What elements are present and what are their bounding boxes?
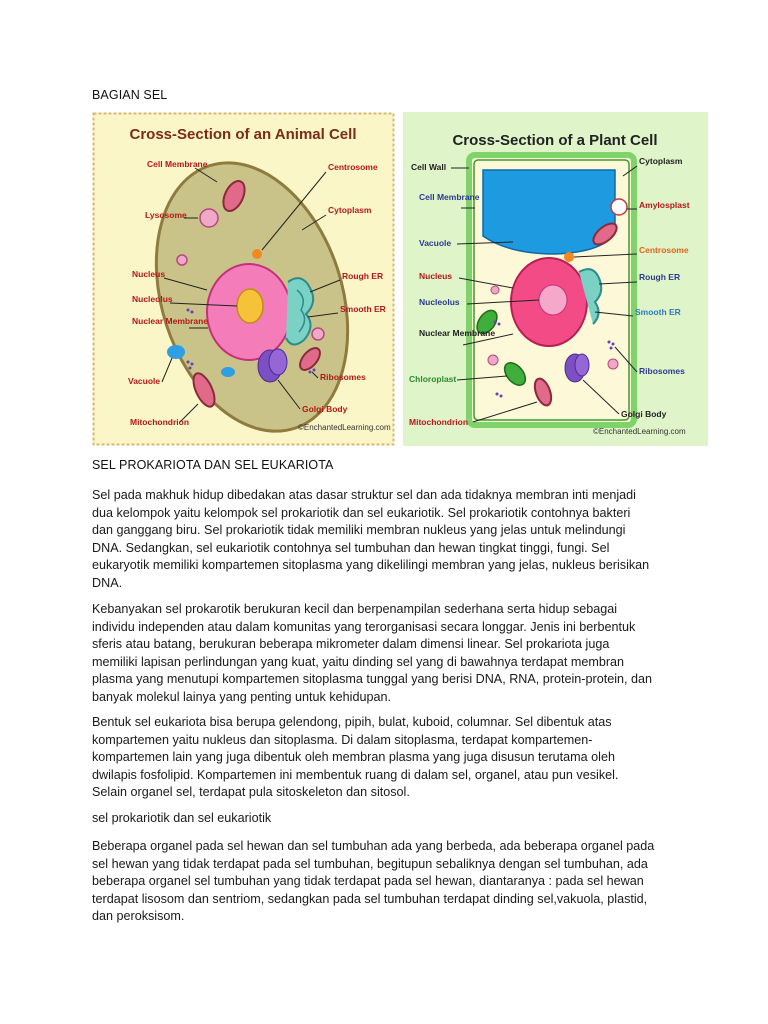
plant-cell-figure: Cross-Section of a Plant Cell bbox=[403, 112, 708, 446]
text-line: plasma yang menutupi kompartemen sitopla… bbox=[92, 672, 653, 687]
animal-label-smooth-er: Smooth ER bbox=[340, 304, 386, 314]
plant-label-nucleolus: Nucleolus bbox=[419, 297, 460, 307]
plant-rough-er bbox=[578, 268, 603, 325]
animal-label-vacuole: Vacuole bbox=[128, 376, 160, 386]
paragraph-1: Sel pada makhuk hidup dibedakan atas das… bbox=[92, 487, 682, 593]
plant-centrosome bbox=[564, 252, 574, 262]
plant-label-rough-er: Rough ER bbox=[639, 272, 680, 282]
animal-label-nucleolus: Nucleolus bbox=[132, 294, 173, 304]
text-line: Beberapa organel pada sel hewan dan sel … bbox=[92, 839, 655, 853]
plant-cell-diagram: Cross-Section of a Plant Cell bbox=[403, 112, 708, 446]
plant-cell-membrane bbox=[473, 159, 630, 421]
animal-cell-diagram: Cross-Section of an Animal Cell bbox=[92, 112, 395, 446]
text-line: individu independen atau dalam komunitas… bbox=[92, 619, 636, 634]
heading-prokariota-eukariota: SEL PROKARIOTA DAN SEL EUKARIOTA bbox=[92, 458, 334, 472]
paragraph-3: Bentuk sel eukariota bisa berupa gelendo… bbox=[92, 714, 682, 802]
text-line: sel prokariotik dan sel eukariotik bbox=[92, 811, 272, 825]
text-line: dwilapis fosfolipid. Kompartemen ini mem… bbox=[92, 767, 619, 782]
text-line: Kebanyakan sel prokarotik berukuran keci… bbox=[92, 602, 618, 616]
cell-figures: Cross-Section of an Animal Cell bbox=[92, 112, 708, 446]
animal-label-rough-er: Rough ER bbox=[342, 271, 383, 281]
text-line: Bentuk sel eukariota bisa berupa gelendo… bbox=[92, 715, 612, 729]
animal-credit: ©EnchantedLearning.com bbox=[298, 423, 391, 432]
plant-label-smooth-er: Smooth ER bbox=[635, 307, 681, 317]
text-line: kompartemen yaitu nukleus dan sitoplasma… bbox=[92, 732, 593, 747]
plant-label-cell-membrane: Cell Membrane bbox=[419, 192, 480, 202]
animal-label-cell-membrane: Cell Membrane bbox=[147, 159, 208, 169]
animal-label-nuclear-membrane: Nuclear Membrane bbox=[132, 316, 208, 326]
plant-chloroplast-1 bbox=[476, 309, 498, 335]
text-line: sel hewan yang tidak terdapat pada sel t… bbox=[92, 856, 648, 871]
animal-mitochondrion-3 bbox=[299, 347, 321, 371]
plant-label-cytoplasm: Cytoplasm bbox=[639, 156, 683, 166]
plant-label-mitochondrion: Mitochondrion bbox=[409, 417, 468, 427]
animal-cell-figure: Cross-Section of an Animal Cell bbox=[92, 112, 395, 446]
plant-chloroplast-2 bbox=[503, 362, 527, 386]
plant-label-vacuole: Vacuole bbox=[419, 238, 451, 248]
animal-label-cytoplasm: Cytoplasm bbox=[328, 205, 372, 215]
animal-lysosome bbox=[199, 208, 219, 228]
plant-label-nuclear-membrane: Nuclear Membrane bbox=[419, 328, 495, 338]
text-line: dan peroksisom. bbox=[92, 909, 185, 924]
plant-figure-title: Cross-Section of a Plant Cell bbox=[452, 132, 657, 149]
animal-label-ribosomes: Ribosomes bbox=[320, 372, 366, 382]
animal-golgi-body bbox=[257, 348, 288, 383]
animal-centrosome bbox=[252, 249, 262, 259]
text-line: Selain organel sel, terdapat pula sitosk… bbox=[92, 785, 410, 800]
text-line: sferis atau batang, berukuran beberapa m… bbox=[92, 637, 610, 652]
plant-label-ribosomes: Ribosomes bbox=[639, 366, 685, 376]
plant-label-cell-wall: Cell Wall bbox=[411, 162, 446, 172]
animal-mitochondrion-1 bbox=[222, 180, 246, 212]
text-line: dua kelompok yaitu kelompok sel prokario… bbox=[92, 505, 631, 520]
animal-ribosomes bbox=[186, 308, 316, 374]
paragraph-5: Beberapa organel pada sel hewan dan sel … bbox=[92, 838, 682, 926]
plant-label-centrosome: Centrosome bbox=[639, 245, 689, 255]
animal-label-golgi-body: Golgi Body bbox=[302, 404, 348, 414]
animal-mitochondrion-2 bbox=[192, 372, 216, 408]
text-line: terdapat lisosom dan sentriom, sedangkan… bbox=[92, 891, 648, 906]
plant-ribosomes bbox=[493, 320, 615, 398]
paragraph-4: sel prokariotik dan sel eukariotik bbox=[92, 810, 682, 828]
animal-label-nucleus: Nucleus bbox=[132, 269, 165, 279]
text-line: DNA. Sedangkan, sel eukariotik contohnya… bbox=[92, 540, 610, 555]
heading-bagian-sel: BAGIAN SEL bbox=[92, 88, 168, 102]
animal-vacuole bbox=[167, 345, 185, 359]
plant-credit: ©EnchantedLearning.com bbox=[593, 427, 686, 436]
plant-label-golgi-body: Golgi Body bbox=[621, 409, 667, 419]
text-line: DNA. bbox=[92, 575, 123, 590]
text-line: dan ganggang biru. Sel prokariotik tidak… bbox=[92, 523, 626, 538]
plant-mitochondrion-2 bbox=[533, 377, 553, 407]
animal-label-lysosome: Lysosome bbox=[145, 210, 187, 220]
animal-rough-er bbox=[285, 277, 315, 346]
animal-label-centrosome: Centrosome bbox=[328, 162, 378, 172]
animal-nucleolus bbox=[236, 288, 264, 324]
text-line: beberapa organel sel tumbuhan yang tidak… bbox=[92, 874, 644, 889]
plant-label-chloroplast: Chloroplast bbox=[409, 374, 456, 384]
animal-label-mitochondrion: Mitochondrion bbox=[130, 417, 189, 427]
text-line: banyak molekul lainya yang penting untuk… bbox=[92, 689, 391, 704]
plant-golgi-body bbox=[564, 353, 590, 383]
animal-figure-title: Cross-Section of an Animal Cell bbox=[130, 126, 357, 143]
text-line: kompartemen lain yang juga dibentuk oleh… bbox=[92, 750, 615, 765]
plant-label-amyloplast: Amylosplast bbox=[639, 200, 690, 210]
plant-nucleolus bbox=[538, 284, 568, 316]
plant-mitochondrion-1 bbox=[592, 222, 618, 246]
text-line: eukaryotik memiliki kompartemen sitoplas… bbox=[92, 558, 650, 573]
plant-label-nucleus: Nucleus bbox=[419, 271, 452, 281]
text-line: Sel pada makhuk hidup dibedakan atas das… bbox=[92, 488, 636, 502]
plant-amyloplast bbox=[610, 198, 628, 216]
paragraph-2: Kebanyakan sel prokarotik berukuran keci… bbox=[92, 601, 682, 707]
text-line: memiliki lapisan perlindungan yang kuat,… bbox=[92, 654, 625, 669]
